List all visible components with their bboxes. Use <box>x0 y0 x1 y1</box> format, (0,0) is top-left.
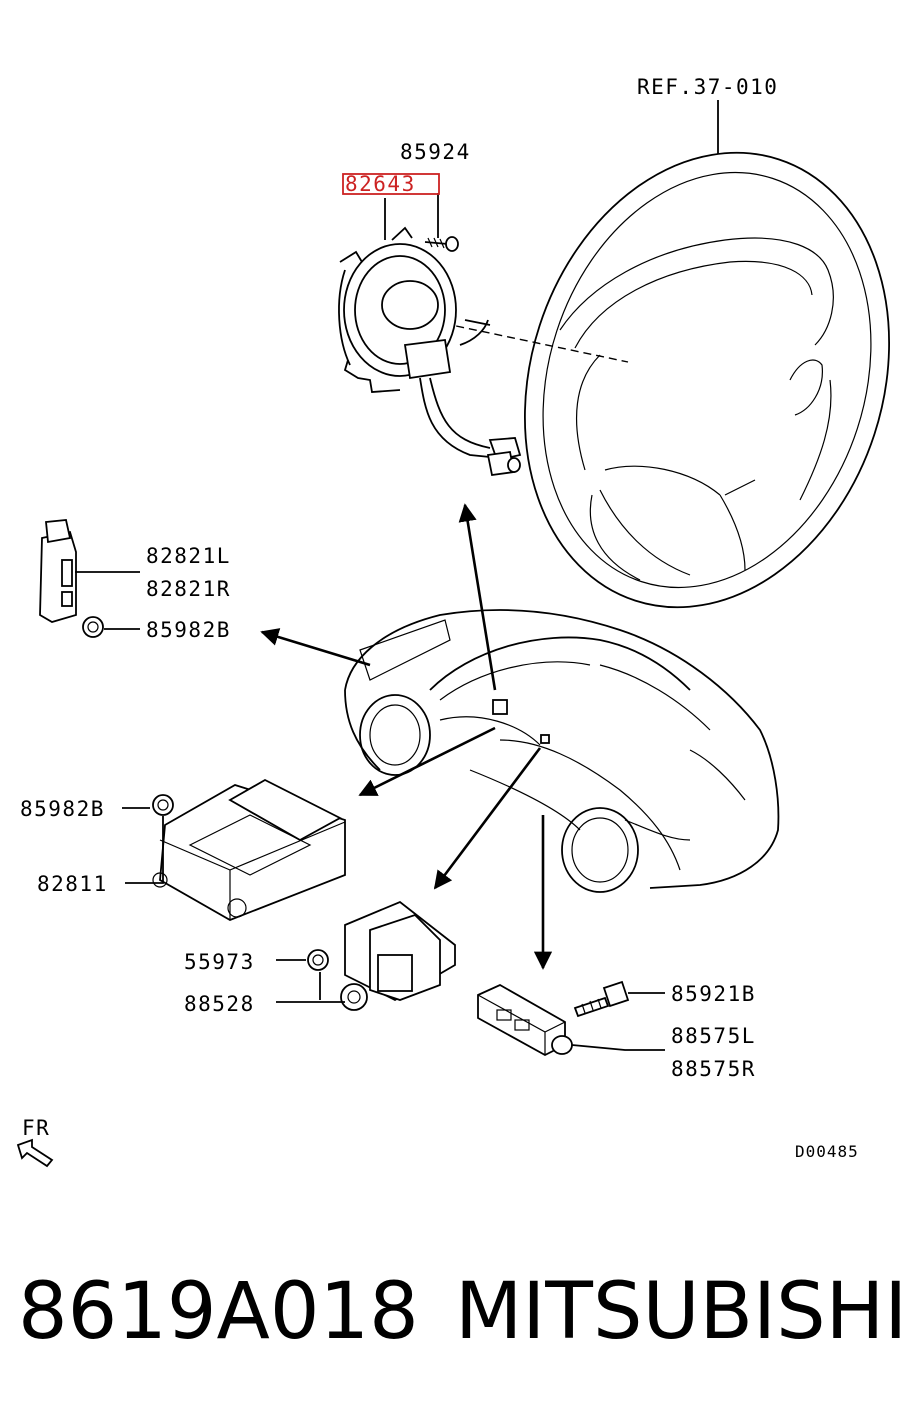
car-marker <box>540 734 550 744</box>
arrow-to-side-sensor <box>260 628 371 667</box>
leader-82811 <box>125 816 164 884</box>
label-85921B[interactable]: 85921B <box>671 982 756 1006</box>
label-88575L[interactable]: 88575L <box>671 1024 756 1048</box>
label-85924: 85924 <box>400 140 471 164</box>
nut-85982B-mid <box>152 794 174 816</box>
nut-85982B-top <box>82 616 104 638</box>
label-ref: REF.37-010 <box>637 75 778 99</box>
label-88528[interactable]: 88528 <box>184 992 255 1016</box>
diagram-code: D00485 <box>795 1142 859 1161</box>
label-85982B-top[interactable]: 85982B <box>146 618 231 642</box>
screw-85924 <box>424 236 459 252</box>
srs-control-unit-part <box>152 778 346 921</box>
nut-55973 <box>307 949 329 971</box>
label-55973[interactable]: 55973 <box>184 950 255 974</box>
arrow-to-clock-spring <box>458 503 497 691</box>
label-82821L[interactable]: 82821L <box>146 544 231 568</box>
arrow-to-front-sensor <box>433 747 542 890</box>
leader-88575 <box>571 1044 665 1051</box>
clock-spring-part <box>338 226 522 477</box>
front-impact-sensor-part <box>340 900 456 1011</box>
axis-dashed-line <box>417 317 629 363</box>
car-marker <box>492 699 508 715</box>
leader-88528 <box>276 972 345 1003</box>
part-number: 8619A018 <box>18 1267 419 1357</box>
label-fr: FR <box>22 1116 50 1140</box>
label-85982B-mid[interactable]: 85982B <box>20 797 105 821</box>
brand-name: MITSUBISHI <box>455 1267 907 1357</box>
side-impact-sensor-part <box>39 519 77 623</box>
label-82821R[interactable]: 82821R <box>146 577 231 601</box>
bolt-85921B <box>573 980 630 1018</box>
impact-sensor-part <box>477 983 573 1057</box>
front-direction-arrow-icon <box>16 1138 54 1168</box>
arrow-to-srs-unit <box>358 726 496 797</box>
car-body <box>344 609 780 893</box>
steering-wheel <box>524 151 890 609</box>
label-82643[interactable]: 82643 <box>345 172 416 196</box>
highlight-box <box>342 173 440 195</box>
label-82811[interactable]: 82811 <box>37 872 108 896</box>
label-88575R[interactable]: 88575R <box>671 1057 756 1081</box>
